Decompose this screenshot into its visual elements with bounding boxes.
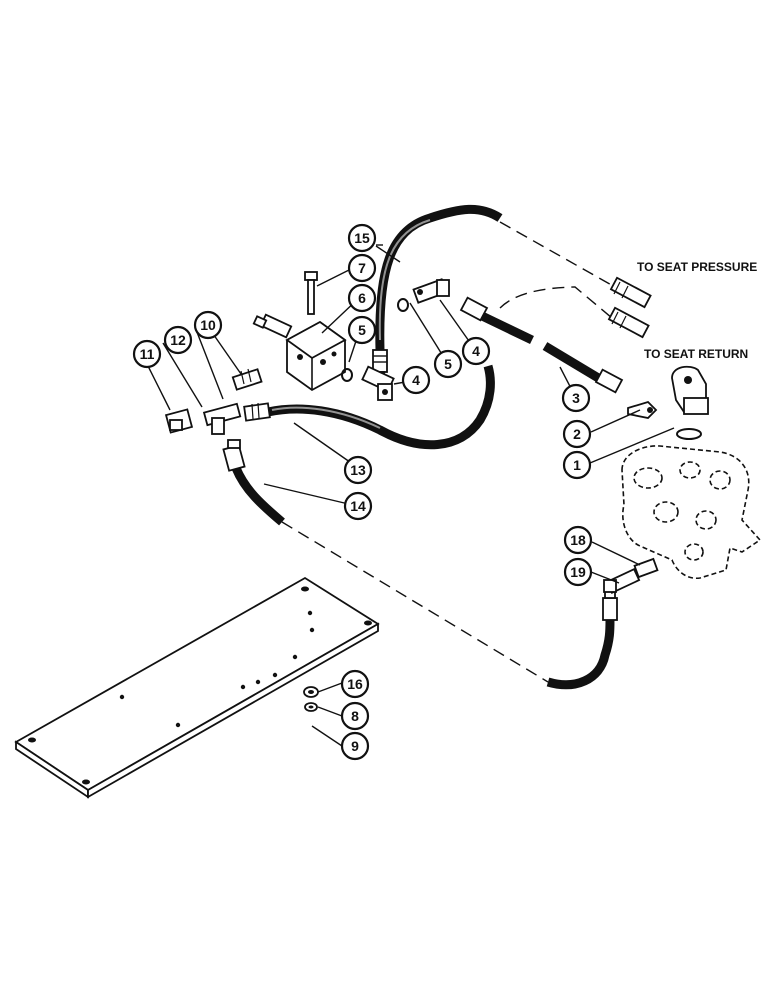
callout-5-left: 5: [347, 315, 377, 345]
callout-1: 1: [562, 450, 592, 480]
callout-10: 10: [193, 310, 223, 340]
nut-16: [303, 686, 319, 698]
dashed-line-hose15-to-pressure: [499, 221, 616, 288]
svg-text:19: 19: [570, 564, 586, 580]
callout-3: 3: [561, 383, 591, 413]
fitting-18: [633, 557, 659, 579]
hose-3: [459, 296, 624, 394]
tee-fitting-19: [603, 568, 641, 594]
elbow-fitting-1: [671, 365, 709, 440]
svg-text:16: 16: [347, 676, 363, 692]
dashed-line-hose14-to-hose19: [281, 521, 549, 683]
callout-4-right: 4: [461, 336, 491, 366]
svg-text:7: 7: [358, 260, 366, 276]
callout-19: 19: [563, 557, 593, 587]
dashed-line-hose3-to-return: [499, 286, 613, 319]
svg-text:10: 10: [200, 317, 216, 333]
fitting-10: [231, 368, 263, 391]
callout-16: 16: [340, 669, 370, 699]
svg-text:15: 15: [354, 230, 370, 246]
o-ring-5-upper: [397, 298, 409, 312]
callout-14: 14: [343, 491, 373, 521]
label-to-seat-return: TO SEAT RETURN: [644, 347, 748, 361]
bolt-7: [304, 271, 318, 315]
svg-text:12: 12: [170, 332, 186, 348]
fitting-to-seat-return: [607, 306, 650, 339]
svg-text:14: 14: [350, 498, 366, 514]
svg-text:9: 9: [351, 738, 359, 754]
o-ring-5-lower: [341, 368, 353, 382]
svg-text:13: 13: [350, 462, 366, 478]
elbow-fitting-4-upper: [412, 278, 450, 304]
svg-text:1: 1: [573, 457, 581, 473]
callout-8: 8: [340, 701, 370, 731]
svg-text:4: 4: [472, 343, 480, 359]
tee-fitting-12: [202, 402, 242, 435]
elbow-fitting-4-lower: [361, 365, 395, 401]
callout-6: 6: [347, 283, 377, 313]
callout-4-lower: 4: [401, 365, 431, 395]
hose-14: [222, 439, 285, 526]
callout-12: 12: [163, 325, 193, 355]
hose-13: [243, 364, 495, 450]
fitting-11: [164, 408, 194, 434]
label-to-seat-pressure: TO SEAT PRESSURE: [637, 260, 757, 274]
callout-2: 2: [562, 419, 592, 449]
svg-text:4: 4: [412, 372, 420, 388]
callout-18: 18: [563, 525, 593, 555]
svg-text:11: 11: [140, 346, 155, 362]
svg-text:5: 5: [444, 356, 452, 372]
callout-7: 7: [347, 253, 377, 283]
callout-15: 15: [347, 223, 377, 253]
mounting-plate: [14, 576, 380, 799]
svg-text:6: 6: [358, 290, 366, 306]
hose-19: [546, 589, 618, 690]
control-valve-body: [621, 445, 762, 580]
callout-9: 9: [340, 731, 370, 761]
svg-text:18: 18: [570, 532, 586, 548]
washer-8: [304, 702, 318, 712]
fitting-2: [627, 400, 658, 419]
callout-13: 13: [343, 455, 373, 485]
svg-text:3: 3: [572, 390, 580, 406]
callout-11: 11: [132, 339, 162, 369]
fitting-to-seat-pressure: [609, 276, 652, 309]
svg-text:8: 8: [351, 708, 359, 724]
svg-text:5: 5: [358, 322, 366, 338]
svg-text:2: 2: [573, 426, 581, 442]
relief-valve-block-6: [252, 313, 347, 392]
callout-5-right: 5: [433, 349, 463, 379]
